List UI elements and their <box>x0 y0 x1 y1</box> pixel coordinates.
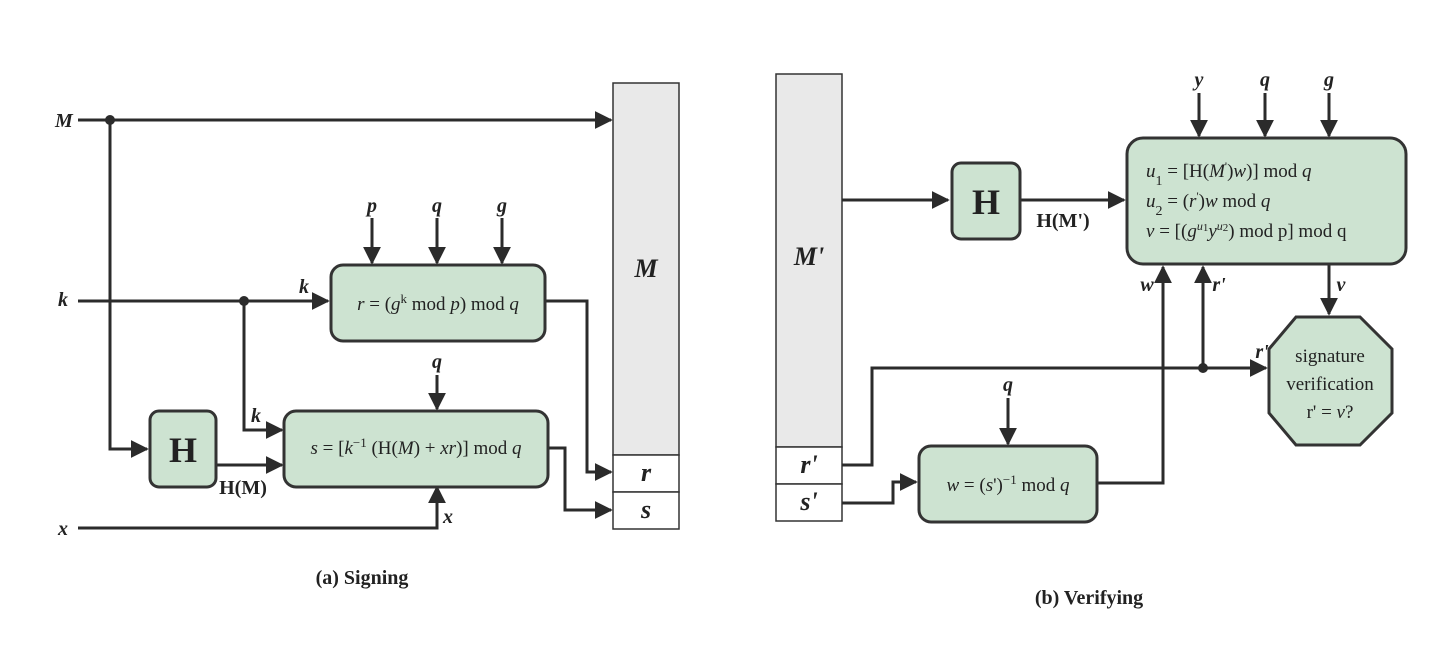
signing-r-equation: r = (gk mod p) mod q <box>357 291 519 316</box>
verifying-hash-box <box>950 161 1022 241</box>
signing-s-equation: s = [k−1 (H(M) + xr)] mod q <box>310 435 522 460</box>
verifying-wire-r2-label: r' <box>1255 341 1269 363</box>
verifying-w-equation: w = (s')−1 mod q <box>946 472 1070 497</box>
signing-wire-x-label: x <box>442 506 453 528</box>
verifying-u2-equation: u2 = (r')w mod q <box>1146 189 1271 219</box>
signing-hash-label: H <box>169 430 197 470</box>
verifying-input-s-label: s' <box>799 487 817 516</box>
verifying-param-g-label: g <box>1323 69 1334 91</box>
signing-output-s-cell <box>612 491 680 530</box>
verifying-u-box <box>1125 136 1408 266</box>
verifying-w-q-label: q <box>1003 374 1013 396</box>
verifying-message-block <box>775 73 843 448</box>
signing-r-box <box>329 263 547 343</box>
verifying-hash-output-label: H(M') <box>1036 210 1089 232</box>
signing-k-junction <box>239 296 249 306</box>
verifying-wire-r1-label: r' <box>1212 274 1226 296</box>
signing-output-r-cell <box>612 454 680 493</box>
verifying-caption: (b) Verifying <box>1035 587 1143 609</box>
verifying-check-octagon <box>1267 315 1394 447</box>
verifying-input-r-label: r' <box>800 450 817 479</box>
signing-param-q-label: q <box>432 195 442 217</box>
verifying-panel: M' r' s' y q g q w r' r' v H H(M') u1 = … <box>775 69 1408 609</box>
signing-r-to-output-wire <box>545 299 613 481</box>
signing-input-x-label: x <box>57 518 68 540</box>
verifying-v-equation: v = [(gu1yu2) mod p] mod q <box>1146 219 1347 242</box>
signing-message-block <box>612 82 680 456</box>
signing-output-r-label: r <box>641 458 652 487</box>
signing-input-k-label: k <box>58 289 68 311</box>
signing-panel: M r s M k x p q g q k k x H H(M) <box>54 82 680 589</box>
signing-param-p-label: p <box>365 195 377 217</box>
verifying-wire-w-label: w <box>1140 274 1154 296</box>
signing-wire-k2-label: k <box>251 405 261 427</box>
signing-s-to-output-wire <box>548 446 613 519</box>
signing-output-s-label: s <box>640 495 651 524</box>
verifying-param-y-label: y <box>1193 69 1204 91</box>
verifying-r-junction <box>1198 363 1208 373</box>
signing-caption: (a) Signing <box>316 567 409 589</box>
verifying-w-box <box>917 444 1099 524</box>
verifying-hash-label: H <box>972 182 1000 222</box>
verifying-w-to-u-wire <box>1097 265 1172 485</box>
signing-wire-k1-label: k <box>299 276 309 298</box>
signing-message-block-label: M <box>633 254 658 283</box>
signing-param-g-label: g <box>496 195 507 217</box>
verifying-r-to-check-wire <box>842 359 1268 467</box>
verifying-wire-v-label: v <box>1337 274 1347 296</box>
verifying-check-line1: signature <box>1295 346 1365 367</box>
signing-param-q2-label: q <box>432 351 442 373</box>
signing-s-box <box>282 409 550 489</box>
verifying-message-block-label: M' <box>793 242 824 271</box>
signing-x-to-s-wire <box>78 485 446 530</box>
signing-hash-box <box>148 409 218 489</box>
signing-k-to-s-wire <box>242 301 284 439</box>
verifying-s-to-w-wire <box>842 473 918 505</box>
verifying-check-line3: r' = v? <box>1307 402 1354 423</box>
signing-M-to-hash-wire <box>108 120 149 458</box>
signing-hash-output-label: H(M) <box>219 477 267 499</box>
verifying-param-q-label: q <box>1260 69 1270 91</box>
signing-M-junction <box>105 115 115 125</box>
signing-input-M-label: M <box>54 110 74 132</box>
verifying-u1-equation: u1 = [H(M')w)] mod q <box>1146 159 1312 189</box>
verifying-check-line2: verification <box>1286 374 1374 395</box>
